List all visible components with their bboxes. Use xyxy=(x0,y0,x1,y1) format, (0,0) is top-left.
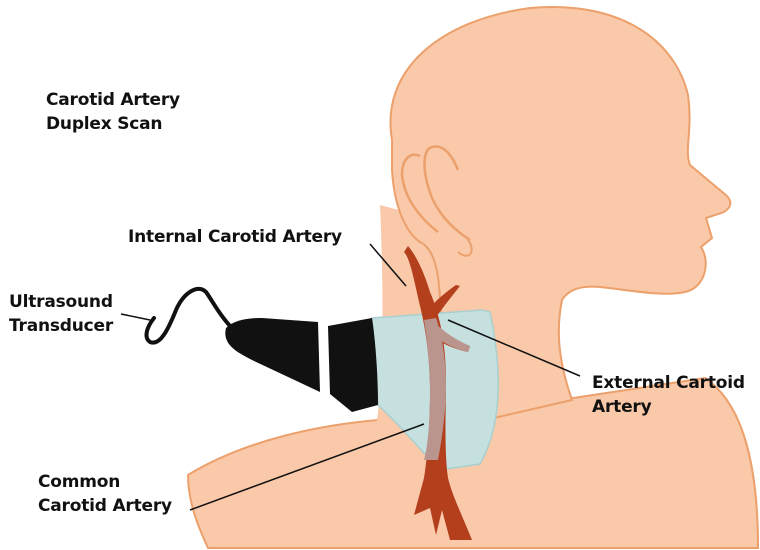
transducer-body xyxy=(225,318,320,392)
label-common-carotid: Common Carotid Artery xyxy=(38,470,172,518)
label-external-carotid: External Cartoid Artery xyxy=(592,371,745,419)
common-carotid-line-2: Carotid Artery xyxy=(38,494,172,518)
leader-transducer xyxy=(121,314,150,320)
label-internal-carotid: Internal Carotid Artery xyxy=(128,225,342,249)
label-ultrasound-transducer: Ultrasound Transducer xyxy=(9,290,113,338)
transducer-line-1: Ultrasound xyxy=(9,290,113,314)
transducer-cable xyxy=(147,289,238,343)
title-line-1: Carotid Artery xyxy=(46,88,180,112)
common-carotid-line-1: Common xyxy=(38,470,172,494)
title-line-2: Duplex Scan xyxy=(46,112,180,136)
internal-carotid-text: Internal Carotid Artery xyxy=(128,225,342,249)
diagram-title: Carotid Artery Duplex Scan xyxy=(46,88,180,136)
external-carotid-line-1: External Cartoid xyxy=(592,371,745,395)
transducer-line-2: Transducer xyxy=(9,314,113,338)
external-carotid-line-2: Artery xyxy=(592,395,745,419)
transducer-head xyxy=(328,318,378,412)
